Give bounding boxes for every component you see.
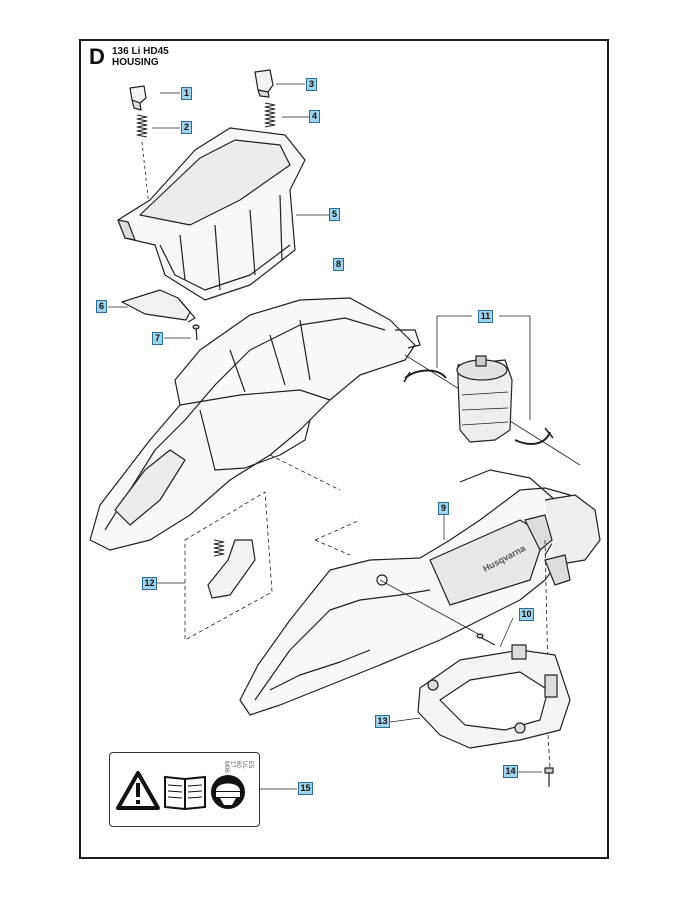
part-13-bottom-cover	[417, 644, 571, 749]
callout-13: 13	[375, 715, 390, 728]
part-11-motor-assembly	[403, 355, 554, 445]
callout-14: 14	[503, 765, 518, 778]
part-3-latch	[254, 69, 274, 98]
part-9-main-housing	[239, 469, 601, 716]
callout-6: 6	[96, 300, 107, 313]
part-2-spring	[136, 114, 148, 138]
part-5-battery-compartment	[117, 127, 306, 301]
callout-15: 15	[298, 782, 313, 795]
part-6-cover	[121, 289, 196, 323]
safety-decal: E5 UL 60 17 M06	[109, 752, 260, 827]
section-title: HOUSING	[112, 57, 159, 68]
callout-2: 2	[181, 121, 192, 134]
callout-9: 9	[438, 502, 449, 515]
callout-12: 12	[142, 577, 157, 590]
part-12-trigger-assembly	[184, 491, 273, 641]
part-8-housing-half	[89, 297, 421, 551]
callout-10: 10	[519, 608, 534, 621]
part-14-screw	[544, 767, 554, 787]
model-name: 136 Li HD45	[112, 46, 169, 57]
page-title: 136 Li HD45 HOUSING	[112, 46, 169, 68]
callout-3: 3	[306, 78, 317, 91]
part-4-spring	[264, 102, 276, 128]
warning-triangle-icon	[116, 771, 160, 810]
section-letter: D	[89, 44, 105, 69]
callout-4: 4	[309, 110, 320, 123]
part-1-latch	[129, 85, 147, 111]
instruction-manual-icon	[164, 775, 206, 811]
part-7-screw	[192, 324, 200, 341]
page-frame	[79, 39, 609, 859]
decal-code: E5 UL 60 17 M06	[223, 761, 253, 773]
part-10-screw	[476, 633, 496, 646]
callout-5: 5	[329, 208, 340, 221]
callout-11: 11	[478, 310, 493, 323]
callout-1: 1	[181, 87, 192, 100]
callout-8: 8	[333, 258, 344, 271]
callout-7: 7	[152, 332, 163, 345]
protective-equipment-icon	[211, 775, 245, 809]
